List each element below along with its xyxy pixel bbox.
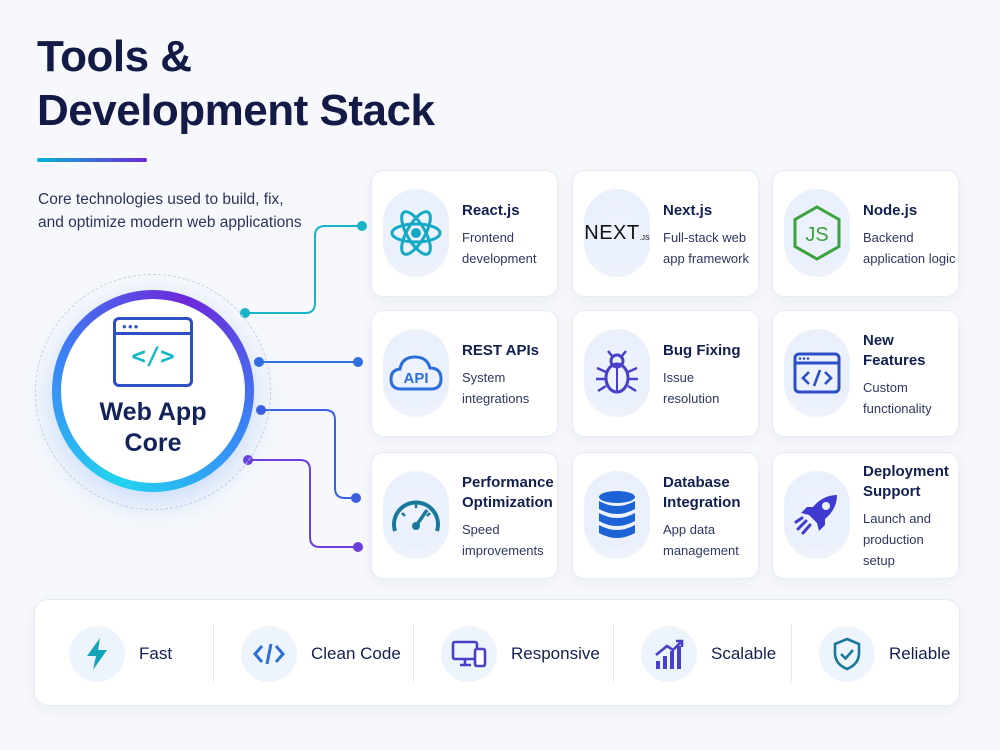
- speedometer-icon: [383, 471, 449, 559]
- card-deployment-support: Deployment Support Launch and production…: [772, 452, 959, 579]
- rocket-icon: [784, 471, 850, 559]
- card-title: New Features: [863, 331, 926, 369]
- subtitle-line-1: Core technologies used to build, fix,: [38, 191, 284, 208]
- card-nextjs: NEXT.JS Next.js Full-stack web app frame…: [572, 170, 759, 297]
- feature-scalable: Scalable: [641, 600, 776, 707]
- card-description: Frontend development: [462, 229, 537, 266]
- card-description: Speed improvements: [462, 521, 544, 558]
- feature-responsive: Responsive: [441, 600, 600, 707]
- feature-clean-code: Clean Code: [241, 600, 401, 707]
- title-line-2: Development Stack: [37, 86, 435, 135]
- title-underline: [37, 158, 147, 162]
- feature-divider: [413, 624, 414, 682]
- code-window-icon: ●●● </>: [113, 317, 193, 387]
- code-brackets-icon: [241, 625, 297, 682]
- card-rest-apis: API REST APIs System integrations: [371, 310, 558, 437]
- feature-label: Fast: [139, 643, 173, 663]
- page-title: Tools & Development Stack: [37, 30, 435, 138]
- card-performance-optimization: Performance Optimization Speed improveme…: [371, 452, 558, 579]
- growth-chart-icon: [641, 625, 697, 682]
- connector-line-react: [245, 225, 362, 314]
- connector-line-performance: [261, 409, 356, 499]
- nextjs-logo-icon: NEXT.JS: [584, 189, 650, 277]
- card-title: React.js: [462, 201, 520, 219]
- api-cloud-icon: API: [383, 329, 449, 417]
- feature-divider: [613, 624, 614, 682]
- connector-dot-rest: [353, 357, 363, 367]
- card-nodejs: JS Node.js Backend application logic: [772, 170, 959, 297]
- feature-label: Responsive: [511, 643, 600, 663]
- core-halo: [35, 274, 271, 510]
- nodejs-icon: JS: [784, 189, 850, 277]
- card-bug-fixing: Bug Fixing Issue resolution: [572, 310, 759, 437]
- code-window-icon: [784, 329, 850, 417]
- card-title: Performance Optimization: [462, 473, 554, 511]
- shield-check-icon: [819, 625, 875, 682]
- feature-fast: Fast: [69, 600, 172, 707]
- card-title: Bug Fixing: [663, 341, 741, 359]
- feature-divider: [791, 624, 792, 682]
- core-label: Web App Core: [100, 397, 207, 459]
- feature-label: Reliable: [889, 643, 951, 663]
- card-description: Issue resolution: [663, 369, 720, 406]
- card-description: App data management: [663, 521, 739, 558]
- card-title: Deployment Support: [863, 463, 949, 500]
- core-label-line-2: Core: [124, 429, 182, 457]
- feature-reliable: Reliable: [819, 600, 950, 707]
- feature-label: Scalable: [711, 643, 777, 663]
- card-title: Node.js: [863, 201, 918, 219]
- card-reactjs: React.js Frontend development: [371, 170, 558, 297]
- feature-divider: [213, 624, 214, 682]
- card-title: Next.js: [663, 201, 713, 219]
- feature-bar: Fast Clean Code Responsive: [34, 599, 960, 706]
- card-description: Backend application logic: [863, 229, 956, 266]
- card-description: System integrations: [462, 369, 530, 406]
- card-description: Launch and production setup: [863, 511, 931, 568]
- connector-dot-bottom: [353, 542, 363, 552]
- connector-dot-performance: [351, 493, 361, 503]
- web-app-core: ●●● </> Web App Core: [52, 290, 254, 492]
- title-line-1: Tools &: [37, 32, 192, 81]
- core-label-line-1: Web App: [99, 398, 207, 426]
- card-database-integration: Database Integration App data management: [572, 452, 759, 579]
- feature-label: Clean Code: [311, 643, 401, 663]
- connector-dot-react: [357, 221, 367, 231]
- core-inner: ●●● </> Web App Core: [61, 299, 245, 483]
- page-subtitle: Core technologies used to build, fix, an…: [38, 188, 338, 234]
- bug-icon: [584, 329, 650, 417]
- devices-icon: [441, 625, 497, 682]
- database-icon: [584, 471, 650, 559]
- connector-line-bottom: [248, 459, 358, 548]
- card-title: REST APIs: [462, 341, 539, 359]
- lightning-icon: [69, 625, 125, 682]
- card-description: Custom functionality: [863, 379, 932, 416]
- card-new-features: New Features Custom functionality: [772, 310, 959, 437]
- svg-text:JS: JS: [805, 224, 828, 246]
- card-title: Database Integration: [663, 473, 741, 511]
- card-description: Full-stack web app framework: [663, 229, 749, 266]
- svg-text:API: API: [403, 370, 428, 387]
- subtitle-line-2: and optimize modern web applications: [38, 214, 302, 231]
- react-icon: [383, 189, 449, 277]
